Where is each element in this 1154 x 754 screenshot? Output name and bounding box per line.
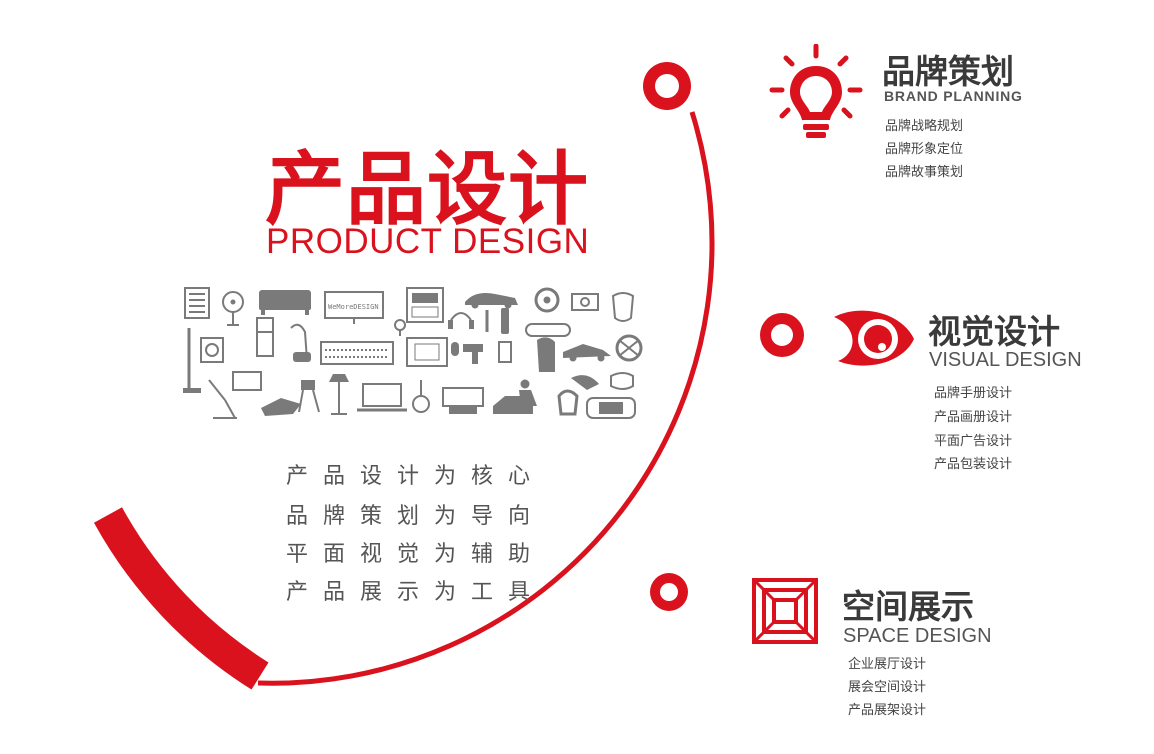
drill-icon	[463, 344, 483, 364]
space-design-item-3: 产品展架设计	[848, 703, 927, 718]
visual-design-item-3: 平面广告设计	[934, 434, 1013, 449]
car-light-icon	[571, 375, 599, 390]
steering-wheel-icon	[534, 287, 560, 313]
page-title: 产品设计	[265, 143, 589, 236]
camera-icon	[571, 293, 599, 311]
visual-design-title: 视觉设计	[928, 312, 1060, 351]
convertible-icon	[563, 344, 611, 362]
tool-icon	[501, 308, 509, 334]
product-icons-collage: WeMoreDESIGN	[183, 287, 643, 419]
brand-planning-subtitle: BRAND PLANNING	[884, 88, 1023, 104]
headphones-icon	[448, 312, 474, 329]
floor-lamp-icon	[329, 374, 349, 415]
brand-planning-item-3: 品牌故事策划	[885, 165, 964, 180]
desk-lamp-icon	[208, 379, 237, 419]
eye-icon	[834, 310, 914, 366]
printer-icon	[442, 387, 484, 414]
space-design-item-2: 展会空间设计	[848, 680, 927, 695]
car-seat-icon	[537, 337, 555, 372]
car-top-icon	[465, 293, 518, 309]
arc-thick-segment	[93, 507, 269, 690]
pos-terminal-icon	[406, 287, 444, 323]
headrest-icon	[557, 389, 579, 416]
brand-planning-title: 品牌策划	[882, 52, 1014, 91]
space-design-item-1: 企业展厅设计	[848, 657, 927, 672]
slogan-1: 产品设计为核心	[286, 464, 546, 489]
slogan-2: 品牌策划为导向	[286, 504, 546, 529]
node-visual	[760, 313, 804, 357]
visual-design-subtitle: VISUAL DESIGN	[929, 349, 1082, 371]
space-design-title: 空间展示	[842, 587, 974, 626]
suv-top-icon	[586, 397, 636, 419]
monitor-icon: WeMoreDESIGN	[324, 291, 384, 324]
pan-icon	[412, 380, 430, 413]
keyboard-icon	[320, 341, 394, 365]
cabinet-icon	[184, 287, 210, 319]
node-space	[650, 573, 688, 611]
node-brand	[643, 62, 691, 110]
tablet-icon	[406, 337, 448, 367]
slogan-3: 平面视觉为辅助	[286, 542, 546, 567]
brand-planning-item-1: 品牌战略规划	[885, 119, 964, 134]
sewing-machine-icon	[232, 371, 262, 391]
sofa-icon	[259, 290, 311, 315]
monitor-text: WeMoreDESIGN	[328, 303, 379, 311]
mirror-icon	[525, 323, 571, 337]
seat-pad-icon	[611, 292, 635, 322]
chair-icon	[298, 380, 320, 413]
space-frame-icon	[752, 578, 818, 644]
air-purifier-icon	[200, 337, 224, 363]
visual-design-item-1: 品牌手册设计	[934, 386, 1013, 401]
phone-icon	[498, 341, 512, 363]
driver-seat-icon	[519, 379, 537, 406]
vacuum-icon	[290, 323, 311, 362]
vacuum-stick-icon	[183, 328, 201, 393]
mouse-icon	[451, 342, 459, 356]
webcam-icon	[394, 319, 406, 336]
pillow-icon	[610, 372, 634, 390]
visual-design-item-2: 产品画册设计	[934, 410, 1013, 425]
page-subtitle: PRODUCT DESIGN	[266, 222, 590, 261]
visual-design-item-4: 产品包装设计	[934, 457, 1013, 472]
arc-line	[257, 111, 715, 686]
fridge-icon	[256, 317, 274, 357]
laptop-icon	[357, 383, 407, 412]
lightbulb-icon	[769, 44, 863, 138]
handheld-vacuum-icon	[261, 398, 301, 416]
brand-planning-item-2: 品牌形象定位	[885, 142, 964, 157]
space-design-subtitle: SPACE DESIGN	[843, 625, 992, 647]
slogan-4: 产品展示为工具	[286, 580, 546, 605]
fan-icon	[222, 291, 244, 326]
wheel-icon	[615, 334, 643, 362]
